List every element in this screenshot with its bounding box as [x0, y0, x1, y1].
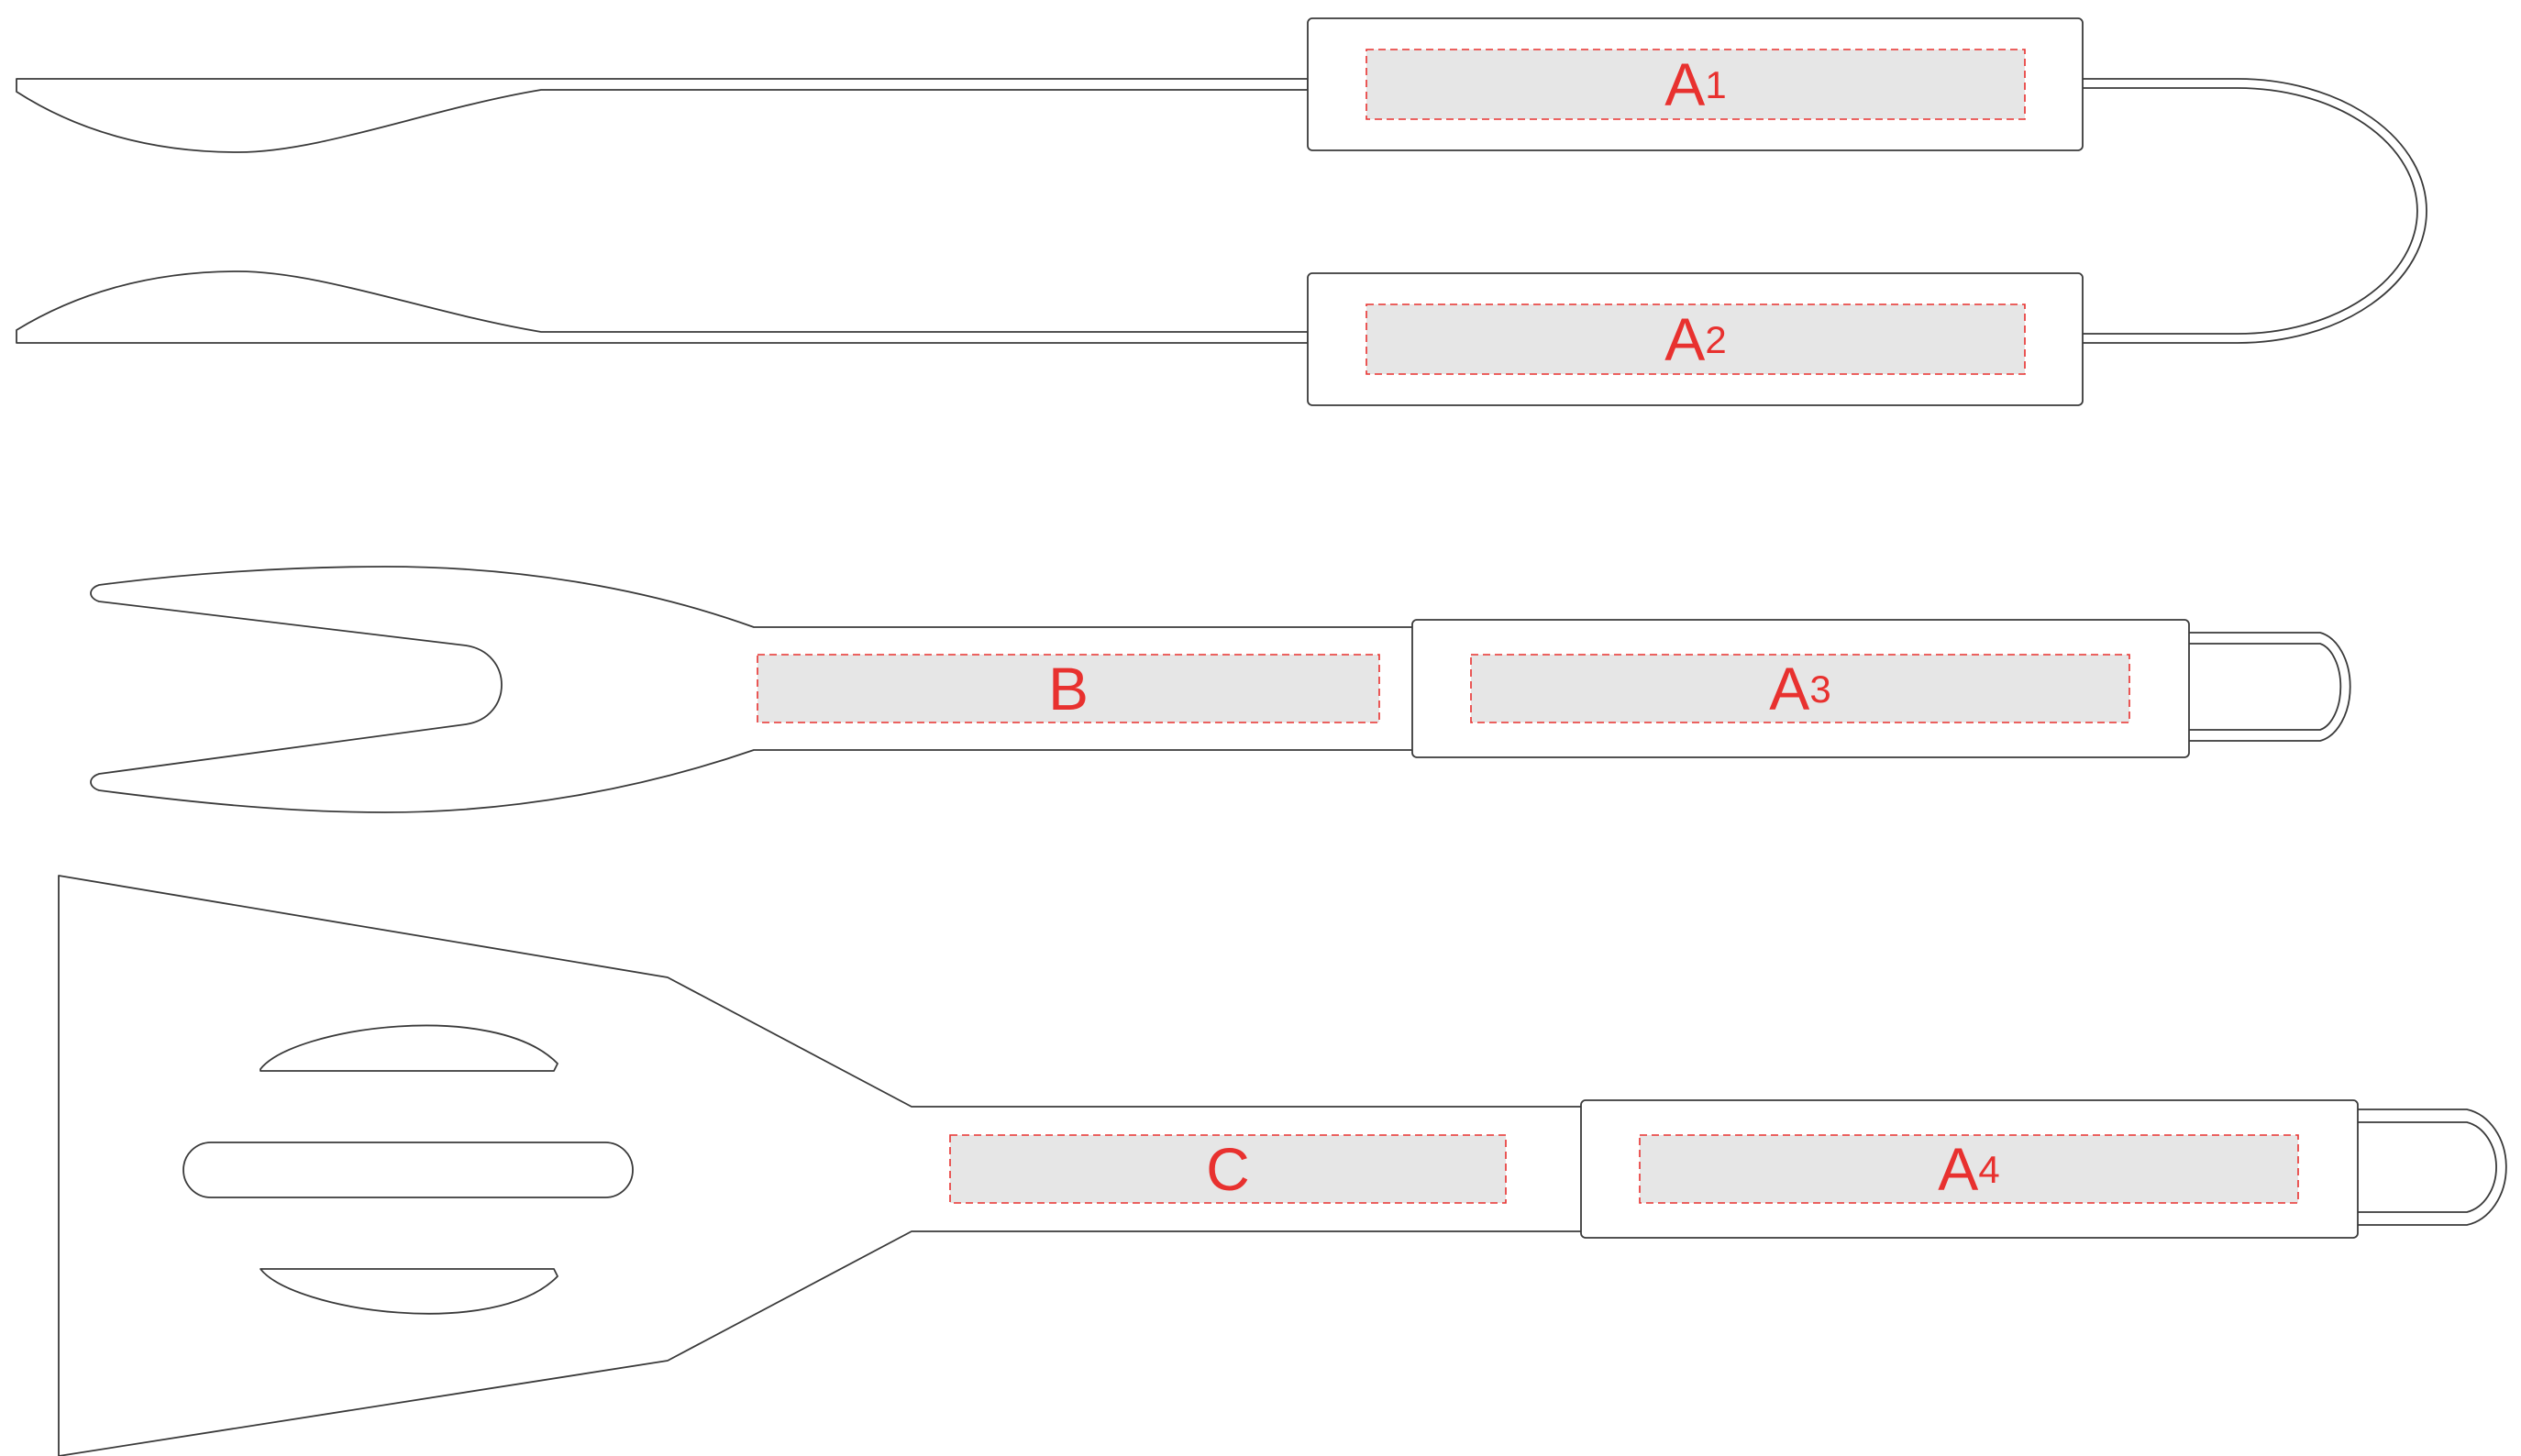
zone-main-letter: A: [1769, 655, 1809, 722]
spatula-slot-middle: [182, 1142, 634, 1198]
zone-subscript: 4: [1978, 1148, 1999, 1191]
zone-main-letter: A: [1938, 1135, 1978, 1203]
spatula-hanging-loop: [2356, 1109, 2507, 1226]
fork-hanging-loop: [2187, 632, 2351, 742]
print-zone-a1: [1366, 49, 2026, 120]
zone-subscript: 2: [1705, 318, 1726, 361]
zone-main-letter: C: [1206, 1135, 1250, 1203]
spatula: C A4: [58, 875, 2507, 1456]
print-zone-a4: [1639, 1134, 2299, 1204]
zone-subscript: 3: [1809, 667, 1830, 711]
zone-main-letter: B: [1048, 655, 1089, 722]
print-zone-b-label: B: [1048, 655, 1089, 722]
spatula-slot-lower: [260, 1268, 558, 1315]
print-zone-c-label: C: [1206, 1135, 1250, 1203]
zone-main-letter: A: [1664, 305, 1705, 373]
print-zone-a4-label: A4: [1938, 1135, 1999, 1203]
tongs-lower-arm: [16, 270, 1309, 344]
zone-main-letter: A: [1664, 50, 1705, 118]
print-zone-a2: [1366, 303, 2026, 375]
print-zone-b: [757, 654, 1380, 723]
tongs: A1 A2: [16, 17, 2427, 406]
tongs-spring-loop-inner: [2081, 87, 2418, 335]
fork: B A3: [90, 566, 2351, 813]
print-zone-a3-label: A3: [1769, 655, 1830, 722]
print-zone-a1-label: A1: [1664, 50, 1726, 118]
spatula-slot-upper: [260, 1024, 558, 1072]
print-zone-a2-label: A2: [1664, 305, 1726, 373]
tongs-upper-arm: [16, 78, 1309, 153]
print-zone-c: [949, 1134, 1507, 1204]
fork-head-and-shaft: [90, 566, 1417, 813]
zone-subscript: 1: [1705, 63, 1726, 106]
print-zone-a3: [1470, 654, 2130, 723]
tongs-spring-loop-outer: [2081, 78, 2427, 344]
